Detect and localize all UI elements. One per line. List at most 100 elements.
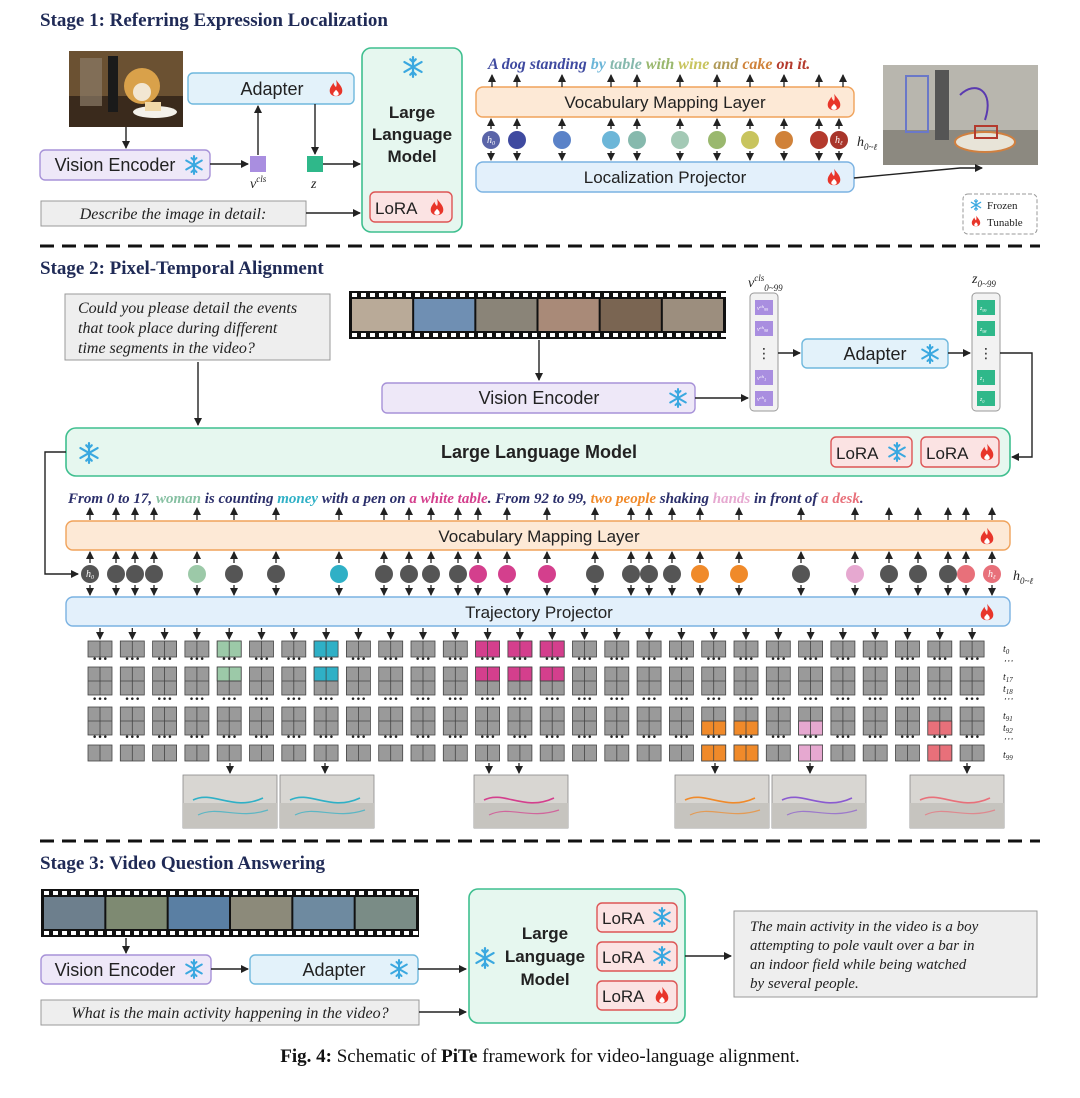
grid-cell bbox=[765, 640, 791, 658]
film-perforation bbox=[206, 931, 211, 935]
grid-cell bbox=[539, 640, 565, 658]
grid-ellipsis: ••• bbox=[189, 695, 205, 705]
token-label: h0 bbox=[487, 135, 495, 147]
grid-cell bbox=[410, 666, 436, 696]
film-perforation bbox=[451, 293, 456, 297]
vocab-mapping-layer-stage2: Vocabulary Mapping Layer bbox=[65, 520, 1011, 551]
film-perforation bbox=[541, 333, 546, 337]
grid-cell bbox=[507, 666, 533, 696]
film-perforation bbox=[287, 891, 292, 895]
grid-ellipsis: ••• bbox=[835, 655, 851, 665]
grid-ellipsis: ••• bbox=[157, 655, 173, 665]
grid-ellipsis: ••• bbox=[189, 655, 205, 665]
film-perforation bbox=[433, 333, 438, 337]
film-perforation bbox=[406, 293, 411, 297]
grid-cell bbox=[313, 706, 339, 736]
grid-ellipsis: ••• bbox=[544, 733, 560, 743]
film-perforation bbox=[658, 333, 663, 337]
adapter-box: Adapter bbox=[187, 72, 355, 105]
film-perforation bbox=[296, 931, 301, 935]
grid-ellipsis: ••• bbox=[900, 695, 916, 705]
film-perforation bbox=[721, 293, 726, 297]
film-perforation bbox=[161, 891, 166, 895]
film-perforation bbox=[377, 931, 382, 935]
grid-ellipsis: ••• bbox=[706, 695, 722, 705]
grid-ellipsis: ••• bbox=[157, 733, 173, 743]
film-perforation bbox=[649, 293, 654, 297]
grid-ellipsis: ••• bbox=[415, 733, 431, 743]
stage1-caption-segment: wine bbox=[678, 56, 713, 73]
film-perforation bbox=[134, 931, 139, 935]
film-perforation bbox=[415, 333, 420, 337]
film-perforation bbox=[215, 891, 220, 895]
grid-cell bbox=[636, 666, 662, 696]
z-label: z bbox=[310, 177, 317, 192]
film-perforation bbox=[251, 931, 256, 935]
film-perforation bbox=[359, 891, 364, 895]
film-perforation bbox=[116, 891, 121, 895]
stage2-caption-segment: with a pen on bbox=[322, 491, 410, 507]
h-label-stage2: h0~ℓ bbox=[1013, 569, 1033, 586]
grid-ellipsis: ••• bbox=[221, 733, 237, 743]
hidden-token bbox=[267, 565, 285, 583]
grid-cell bbox=[119, 640, 145, 658]
film-perforation bbox=[613, 333, 618, 337]
film-perforation bbox=[278, 891, 283, 895]
hidden-token bbox=[126, 565, 144, 583]
film-perforation bbox=[442, 333, 447, 337]
grid-ellipsis: ••• bbox=[803, 695, 819, 705]
grid-ellipsis: ••• bbox=[286, 655, 302, 665]
grid-cell bbox=[313, 640, 339, 658]
video-frame bbox=[352, 299, 413, 331]
pixel-temporal-grid: ••• ••• ••• ••• ••• ••• ••• ••• ••• ••• ••• ••• ••• •… bbox=[87, 628, 985, 762]
localization-projector: Localization Projector bbox=[475, 161, 855, 193]
grid-cell bbox=[539, 744, 565, 762]
adapter-label: Adapter bbox=[240, 79, 303, 99]
grid-cell bbox=[765, 706, 791, 736]
llm-label-line1: Large bbox=[522, 924, 568, 943]
film-perforation bbox=[424, 333, 429, 337]
grid-ellipsis: ••• bbox=[447, 695, 463, 705]
stage2-caption-segment: . bbox=[860, 491, 864, 507]
grid-cell bbox=[313, 744, 339, 762]
film-perforation bbox=[404, 891, 409, 895]
film-perforation bbox=[622, 293, 627, 297]
film-perforation bbox=[712, 293, 717, 297]
film-perforation bbox=[361, 333, 366, 337]
video-frame bbox=[168, 897, 229, 929]
film-perforation bbox=[568, 333, 573, 337]
grid-ellipsis: ••• bbox=[415, 655, 431, 665]
film-perforation bbox=[703, 333, 708, 337]
stage1-caption-segment: cake bbox=[742, 56, 776, 73]
grid-ellipsis: ••• bbox=[577, 695, 593, 705]
grid-cell bbox=[959, 640, 985, 658]
stage2-caption-segment: woman bbox=[156, 491, 205, 507]
lora-tunable-box bbox=[920, 436, 1000, 468]
stage-1: Adapter Vision Encoder Describe the imag… bbox=[39, 47, 1038, 235]
film-perforation bbox=[224, 891, 229, 895]
film-perforation bbox=[415, 293, 420, 297]
v-token-label: vcls1 bbox=[757, 374, 766, 382]
grid-ellipsis: ••• bbox=[124, 733, 140, 743]
film-perforation bbox=[71, 891, 76, 895]
grid-cell bbox=[604, 744, 630, 762]
stage2-caption-segment: From 0 to 17, bbox=[67, 491, 156, 507]
grid-ellipsis: ••• bbox=[254, 733, 270, 743]
stage1-caption-segment: by bbox=[591, 56, 610, 73]
film-perforation bbox=[595, 293, 600, 297]
hidden-token bbox=[957, 565, 975, 583]
film-perforation bbox=[505, 333, 510, 337]
grid-ellipsis: ••• bbox=[318, 733, 334, 743]
grid-ellipsis: ••• bbox=[641, 733, 657, 743]
grid-ellipsis: ••• bbox=[932, 695, 948, 705]
film-perforation bbox=[370, 333, 375, 337]
film-perforation bbox=[487, 293, 492, 297]
film-perforation bbox=[80, 931, 85, 935]
film-perforation bbox=[62, 891, 67, 895]
grid-ellipsis: ••• bbox=[641, 655, 657, 665]
film-perforation bbox=[269, 931, 274, 935]
grid-cell bbox=[152, 666, 178, 696]
film-perforation bbox=[613, 293, 618, 297]
video-frame bbox=[355, 897, 416, 929]
